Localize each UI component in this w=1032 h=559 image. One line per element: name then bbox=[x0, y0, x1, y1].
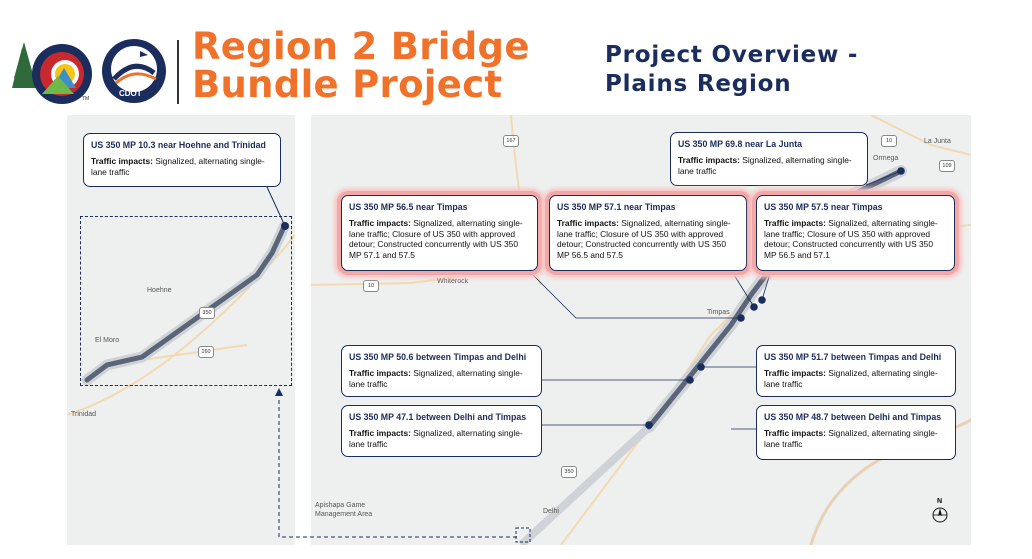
town-ormega: Ormega bbox=[873, 155, 899, 162]
callout-mp-56-5: US 350 MP 56.5 near Timpas Traffic impac… bbox=[341, 195, 538, 271]
town-la-junta: La Junta bbox=[924, 138, 951, 145]
callout-mp-47-1: US 350 MP 47.1 between Delhi and Timpas … bbox=[341, 405, 542, 457]
inset-dashed-frame bbox=[80, 216, 292, 386]
apishapa-label-1: Apishapa Game bbox=[315, 502, 366, 509]
callout-text: Signalized, alternating single-lane traf… bbox=[764, 218, 938, 260]
highway-shield-167: 167 bbox=[503, 135, 519, 147]
callout-text: Signalized, alternating single-lane traf… bbox=[764, 368, 938, 389]
highway-shield-10-east: 10 bbox=[881, 135, 897, 147]
colorado-c-logo-icon bbox=[12, 42, 92, 104]
callout-text: Signalized, alternating single-lane traf… bbox=[91, 156, 265, 177]
callout-title: US 350 MP 47.1 between Delhi and Timpas bbox=[349, 412, 527, 422]
colorado-logo: TM bbox=[12, 38, 102, 106]
town-timpas: Timpas bbox=[707, 309, 730, 316]
apishapa-label-2: Management Area bbox=[315, 511, 373, 518]
callout-mp-57-1: US 350 MP 57.1 near Timpas Traffic impac… bbox=[549, 195, 747, 271]
highway-shield-10: 10 bbox=[363, 280, 379, 292]
callout-mp-10-3: US 350 MP 10.3 near Hoehne and Trinidad … bbox=[83, 133, 281, 187]
callout-title: US 350 MP 57.5 near Timpas bbox=[764, 202, 883, 212]
impact-label: Traffic impacts: bbox=[764, 218, 829, 229]
town-trinidad: Trinidad bbox=[71, 411, 97, 418]
callout-mp-50-6: US 350 MP 50.6 between Timpas and Delhi … bbox=[341, 345, 542, 397]
impact-label: Traffic impacts: bbox=[349, 218, 414, 229]
impact-label: Traffic impacts: bbox=[349, 428, 414, 439]
inset-connector-line bbox=[275, 388, 531, 543]
callout-title: US 350 MP 50.6 between Timpas and Delhi bbox=[349, 352, 527, 362]
callout-title: US 350 MP 10.3 near Hoehne and Trinidad bbox=[91, 140, 266, 150]
highway-shield-160: 160 bbox=[198, 346, 214, 358]
callout-text: Signalized, alternating single-lane traf… bbox=[678, 155, 852, 176]
page-title-line1: Region 2 Bridge bbox=[192, 25, 530, 68]
callout-title: US 350 MP 56.5 near Timpas bbox=[349, 202, 468, 212]
town-el-moro: El Moro bbox=[95, 337, 120, 344]
town-delhi: Delhi bbox=[543, 508, 559, 515]
north-arrow: N bbox=[931, 498, 949, 524]
callout-mp-48-7: US 350 MP 48.7 between Delhi and Timpas … bbox=[756, 405, 956, 460]
callout-title: US 350 MP 69.8 near La Junta bbox=[678, 139, 803, 149]
callout-mp-57-5: US 350 MP 57.5 near Timpas Traffic impac… bbox=[756, 195, 955, 271]
inset-map-roads bbox=[67, 186, 295, 416]
callout-text: Signalized, alternating single-lane traf… bbox=[349, 368, 523, 389]
impact-label: Traffic impacts: bbox=[764, 368, 829, 379]
impact-label: Traffic impacts: bbox=[764, 428, 829, 439]
main-map-plains: Whiterock Timpas Ormega La Junta Delhi A… bbox=[311, 115, 971, 545]
callout-text: Signalized, alternating single-lane traf… bbox=[557, 218, 731, 260]
page-subtitle: Project Overview - Plains Region bbox=[605, 41, 858, 99]
town-hoehne: Hoehne bbox=[147, 287, 172, 294]
cdot-seal-icon bbox=[102, 39, 166, 103]
callout-title: US 350 MP 51.7 between Timpas and Delhi bbox=[764, 352, 942, 362]
callout-title: US 350 MP 48.7 between Delhi and Timpas bbox=[764, 412, 942, 422]
town-whiterock: Whiterock bbox=[437, 278, 469, 285]
page-title: Region 2 Bridge Bundle Project bbox=[192, 28, 530, 104]
page-title-line2: Bundle Project bbox=[192, 63, 503, 106]
highway-shield-350: 350 bbox=[561, 466, 577, 478]
trademark-label: TM bbox=[82, 96, 90, 102]
cdot-label: CDOT bbox=[119, 89, 142, 98]
callout-text: Signalized, alternating single-lane traf… bbox=[349, 428, 523, 449]
callout-mp-69-8: US 350 MP 69.8 near La Junta Traffic imp… bbox=[670, 132, 868, 186]
callout-mp-51-7: US 350 MP 51.7 between Timpas and Delhi … bbox=[756, 345, 956, 397]
page-subtitle-line1: Project Overview - bbox=[605, 42, 859, 68]
impact-label: Traffic impacts: bbox=[678, 155, 743, 166]
callout-text: Signalized, alternating single-lane traf… bbox=[764, 428, 938, 449]
cdot-logo: CDOT bbox=[100, 37, 168, 105]
page-subtitle-line2: Plains Region bbox=[605, 71, 792, 97]
highway-shield-350: 350 bbox=[199, 307, 215, 319]
compass-icon bbox=[932, 507, 948, 523]
north-label: N bbox=[937, 498, 943, 505]
callout-title: US 350 MP 57.1 near Timpas bbox=[557, 202, 676, 212]
highway-shield-109: 109 bbox=[939, 160, 955, 172]
impact-label: Traffic impacts: bbox=[91, 156, 156, 167]
impact-label: Traffic impacts: bbox=[557, 218, 622, 229]
callout-text: Signalized, alternating single-lane traf… bbox=[349, 218, 523, 260]
header-divider bbox=[177, 40, 179, 104]
impact-label: Traffic impacts: bbox=[349, 368, 414, 379]
